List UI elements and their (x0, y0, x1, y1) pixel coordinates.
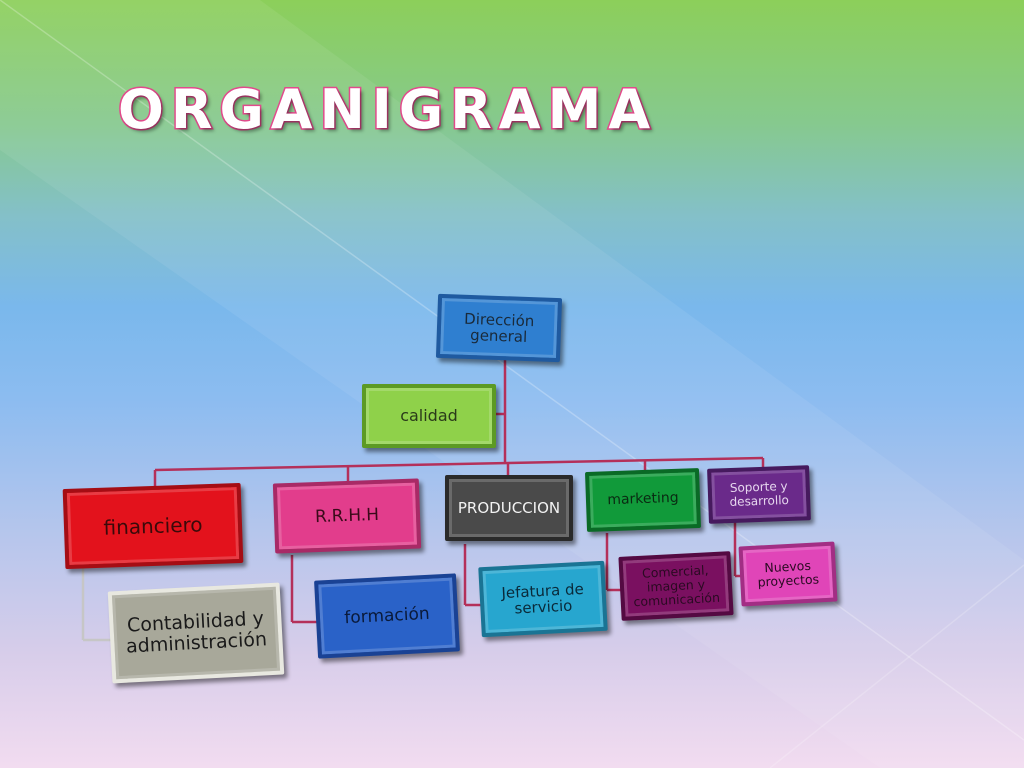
slide-title: ORGANIGRAMA (116, 77, 658, 143)
node-soporte-desarrollo: Soporte y desarrollo (707, 465, 811, 524)
node-jefatura-servicio-label: Jefatura de servicio (500, 579, 585, 618)
node-contabilidad-administracion-label: Contabilidad y administración (125, 607, 268, 658)
node-marketing-label: marketing (607, 490, 679, 509)
node-financiero-label: financiero (103, 512, 203, 540)
node-nuevos-proyectos-label: Nuevos proyectos (757, 558, 820, 590)
node-formacion-label: formación (343, 603, 431, 628)
node-soporte-desarrollo-label: Soporte y desarrollo (729, 479, 790, 509)
node-contabilidad-administracion: Contabilidad y administración (107, 582, 285, 684)
node-comercial-imagen-comunicacion-label: Comercial, imagen y comunicación (633, 562, 721, 610)
node-direccion-general-label: Dirección general (463, 309, 535, 346)
node-calidad: calidad (362, 384, 496, 448)
node-financiero: financiero (62, 482, 244, 570)
node-calidad-label: calidad (400, 406, 458, 426)
node-comercial-imagen-comunicacion: Comercial, imagen y comunicación (618, 551, 734, 621)
node-rrhh-label: R.R.H.H (314, 504, 380, 527)
node-direccion-general: Dirección general (435, 293, 563, 363)
node-rrhh: R.R.H.H (272, 478, 422, 554)
node-produccion-label: PRODUCCION (457, 498, 561, 517)
node-formacion: formación (314, 573, 460, 659)
node-produccion: PRODUCCION (445, 475, 573, 541)
node-marketing: marketing (584, 468, 702, 532)
node-nuevos-proyectos: Nuevos proyectos (738, 541, 838, 607)
node-jefatura-servicio: Jefatura de servicio (478, 560, 608, 638)
